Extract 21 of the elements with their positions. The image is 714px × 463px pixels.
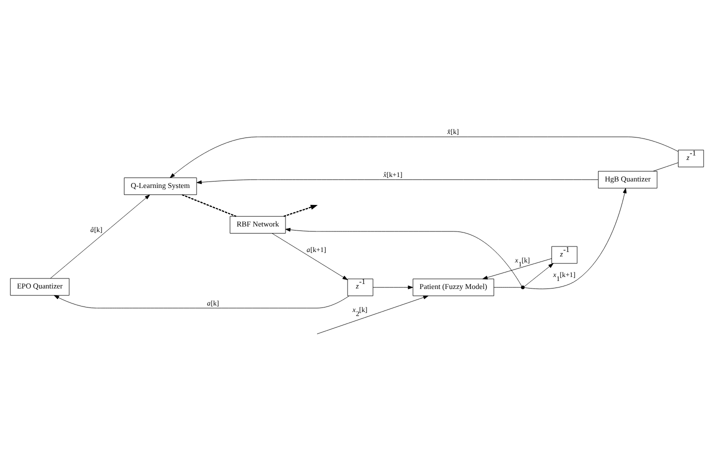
arrow <box>272 233 348 280</box>
arrow <box>524 263 554 287</box>
node-circle <box>520 286 525 290</box>
connector <box>494 287 522 288</box>
node-box: HgB Quantizer <box>598 170 658 188</box>
arrow <box>285 228 522 286</box>
arrow <box>372 286 414 290</box>
node-box: Q-Learning System <box>124 178 197 195</box>
arrow <box>50 194 150 279</box>
arrow <box>482 258 552 280</box>
connector <box>652 162 678 172</box>
node-box: RBF Network <box>230 216 286 234</box>
arrow <box>54 295 350 308</box>
node-box: Patient (Fuzzy Model) <box>412 278 494 296</box>
arrow <box>170 136 678 178</box>
connector <box>182 194 236 217</box>
arrow <box>316 296 428 334</box>
node-box: EPO Quantizer <box>10 278 70 296</box>
arrow <box>524 188 627 290</box>
arrow <box>196 179 598 184</box>
arrow <box>284 204 318 217</box>
